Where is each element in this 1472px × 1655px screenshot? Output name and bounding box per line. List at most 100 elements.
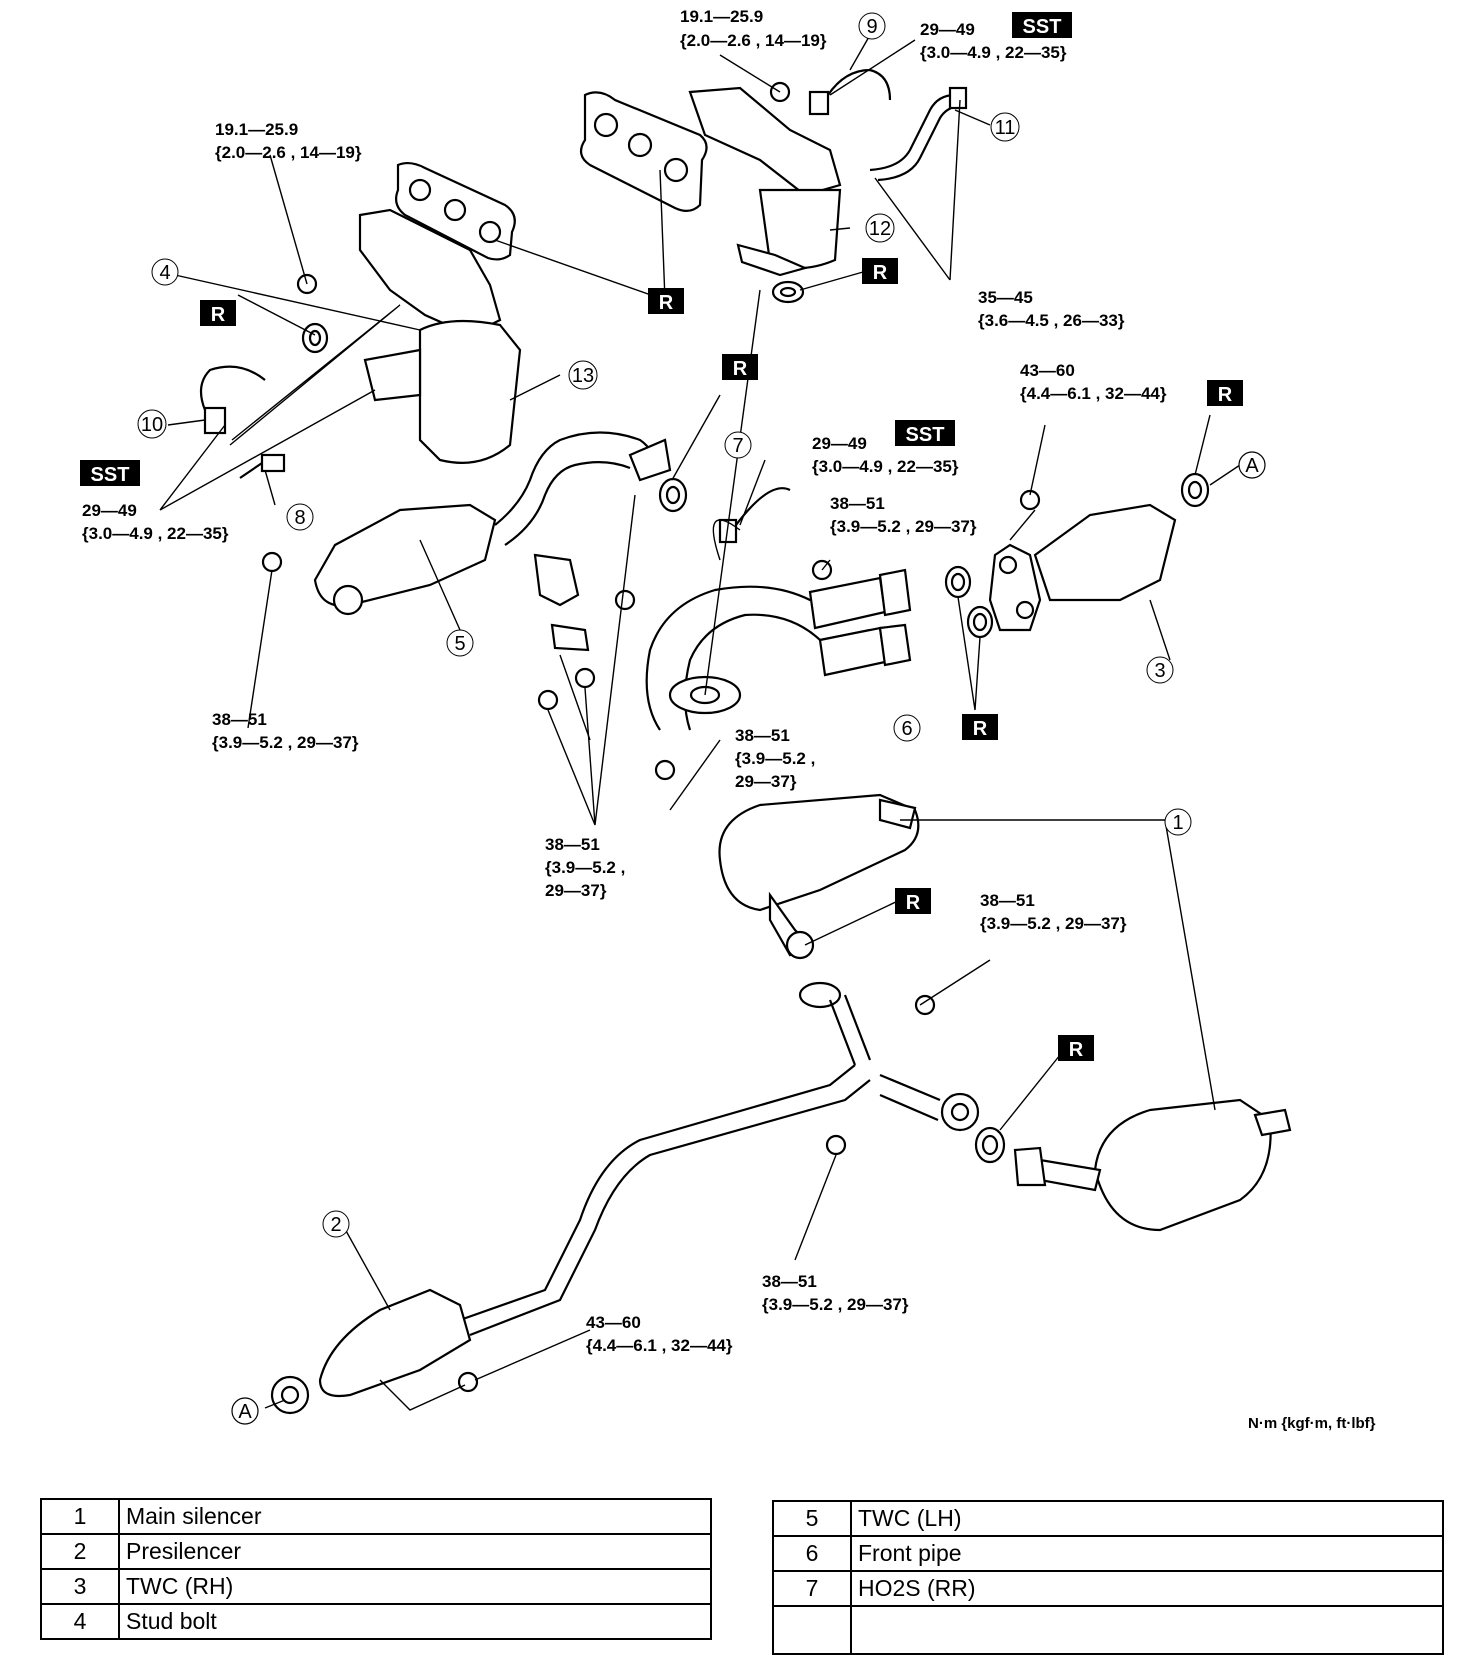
svg-text:12: 12 [869,218,891,240]
torque-ho2s-left-spec: {3.0—4.9 , 22—35} [82,524,229,543]
legend-num: 6 [772,1535,852,1572]
manifold-gasket-lower [395,161,516,261]
torque-front-pipe-low-spec1: {3.9—5.2 , [735,749,815,768]
parts-drawing [159,34,1292,1415]
front-pipe-6 [645,568,912,731]
callout-10: 10 [137,409,167,439]
legend-name: TWC (RH) [118,1568,712,1605]
callout-1: 1 [1164,808,1192,836]
svg-text:R: R [1069,1039,1084,1061]
torque-presilencer: 43—60 [586,1313,641,1332]
callout-13: 13 [568,360,598,390]
units-note: N·m {kgf·m, ft·lbf} [1248,1415,1376,1432]
r-badge: R [200,300,236,326]
ho2s-9 [808,68,892,116]
torque-bracket-spec2: 29—37} [545,881,607,900]
svg-text:6: 6 [901,718,912,740]
svg-text:4: 4 [159,262,170,284]
manifold-gasket-upper [579,91,708,212]
torque-front-pipe-spec: {3.9—5.2 , 29—37} [830,517,977,536]
legend-num: 5 [772,1500,852,1537]
callout-12: 12 [865,213,895,243]
torque-ho2s-rr: 29—49 [812,434,867,453]
svg-text:R: R [733,358,748,380]
svg-text:SST: SST [906,424,945,446]
main-silencer-upper [718,793,920,960]
torque-left-manifold: 19.1—25.9 [215,120,298,139]
legend-num: 4 [40,1603,120,1640]
svg-text:8: 8 [294,507,305,529]
torque-y-pipe-spec: {3.9—5.2 , 29—37} [980,914,1127,933]
torque-mid-spec: {3.9—5.2 , 29—37} [762,1295,909,1314]
nuts [261,81,1041,1393]
sensor-8 [239,453,286,479]
svg-text:R: R [973,718,988,740]
legend-num: 3 [40,1568,120,1605]
torque-presilencer-spec: {4.4—6.1 , 32—44} [586,1336,733,1355]
callout-2: 2 [322,1210,350,1238]
torque-pipe-11-spec: {3.6—4.5 , 26—33} [978,311,1125,330]
torque-bracket: 38—51 [545,835,600,854]
legend-name: HO2S (RR) [850,1570,1444,1607]
y-pipe [459,981,980,1337]
svg-text:R: R [659,292,674,314]
svg-text:2: 2 [330,1214,341,1236]
connector-a-left: A [231,1397,259,1425]
torque-pipe-11: 35—45 [978,288,1033,307]
torque-mid: 38—51 [762,1272,817,1291]
callout-3: 3 [1146,656,1174,684]
torque-bracket-spec1: {3.9—5.2 , [545,858,625,877]
torque-top-a: 19.1—25.9 [680,7,763,26]
torque-ho2s-rr-spec: {3.0—4.9 , 22—35} [812,457,959,476]
pipe-11 [869,86,968,182]
connector-markers: A A [231,451,1266,1425]
torque-labels: 19.1—25.9 {2.0—2.6 , 14—19} 29—49 {3.0—4… [82,7,1167,1355]
exhaust-system-diagram: 19.1—25.9 {2.0—2.6 , 14—19} 29—49 {3.0—4… [80,7,1376,1432]
svg-text:R: R [906,892,921,914]
callout-11: 11 [990,112,1020,142]
legend-num: 2 [40,1533,120,1570]
legend-num [772,1605,852,1655]
callout-6: 6 [893,714,921,742]
r-badge: R [895,888,931,914]
legend-name: TWC (LH) [850,1500,1444,1537]
ho2s-rr-7 [718,487,791,544]
twc-rh-3 [988,503,1177,632]
callout-4: 4 [151,258,179,286]
svg-text:1: 1 [1172,812,1183,834]
sst-badge: SST [80,460,140,486]
svg-text:11: 11 [995,117,1016,139]
svg-text:R: R [211,304,226,326]
svg-text:10: 10 [141,414,163,436]
callout-8: 8 [286,503,314,531]
presilencer-2 [270,1288,472,1415]
r-badge: R [862,258,898,284]
torque-twc-lh-spec: {3.9—5.2 , 29—37} [212,733,359,752]
svg-text:R: R [873,262,888,284]
twc-manifold-lh-13 [358,208,522,464]
torque-twc-rh: 43—60 [1020,361,1075,380]
legend-name: Main silencer [118,1498,712,1535]
r-badge: R [1207,380,1243,406]
torque-top-a-spec: {2.0—2.6 , 14—19} [680,31,827,50]
twc-lh-5 [313,431,672,616]
legend-name: Presilencer [118,1533,712,1570]
torque-front-pipe-low: 38—51 [735,726,790,745]
sst-badge: SST [1012,12,1072,38]
svg-text:9: 9 [866,16,877,38]
twc-manifold-rh-12 [688,86,842,277]
r-badge: R [962,714,998,740]
svg-text:5: 5 [454,633,465,655]
callout-7: 7 [724,431,752,459]
main-silencer-lower [974,1098,1292,1232]
legend-num: 7 [772,1570,852,1607]
torque-y-pipe: 38—51 [980,891,1035,910]
r-badge: R [722,354,758,380]
